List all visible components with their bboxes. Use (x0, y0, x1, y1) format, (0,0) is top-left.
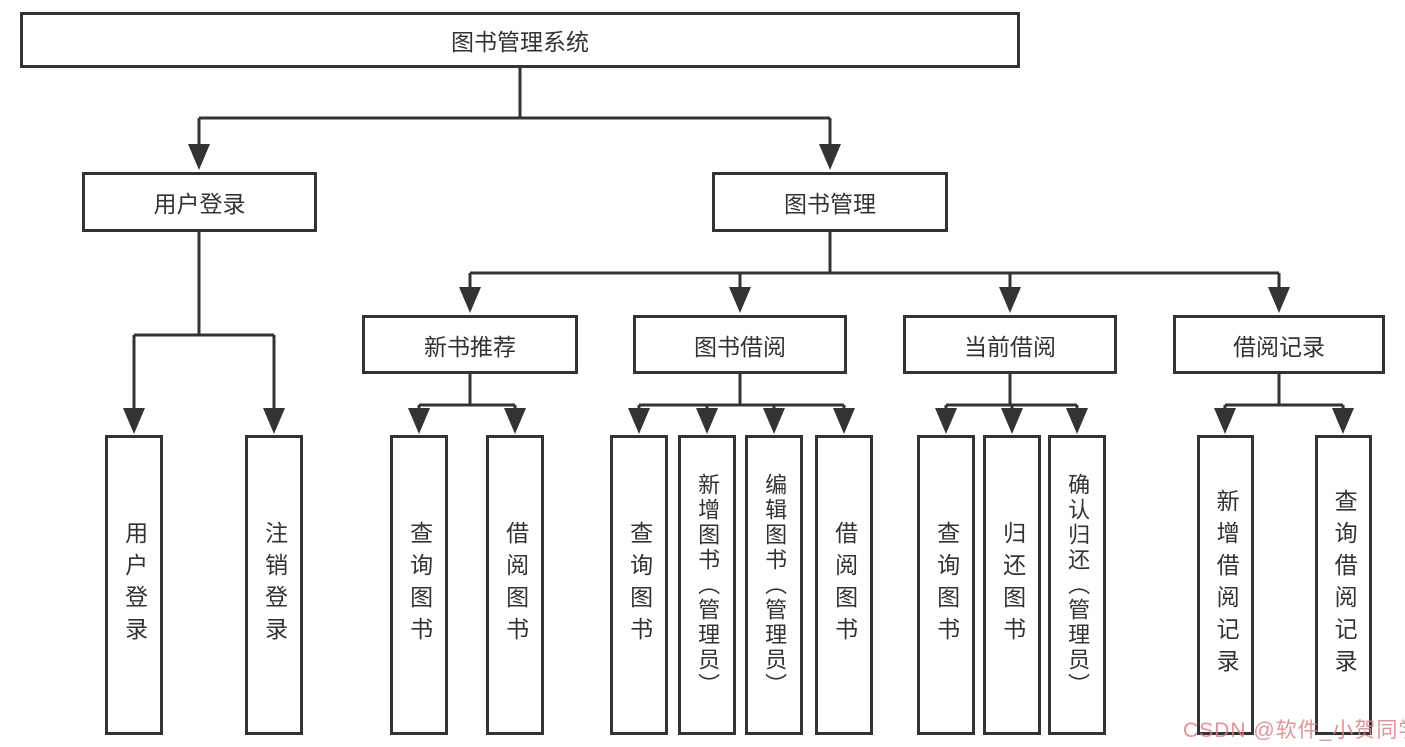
arrow-down-icon (935, 408, 957, 434)
arrow-down-icon (1001, 408, 1023, 434)
node-leaf-logout: 注销登录 (245, 435, 303, 735)
node-leaf-borrow-books-1: 借阅图书 (486, 435, 544, 735)
watermark: CSDN @软件_小贺同学 (1183, 719, 1405, 742)
leaf-label: 查询图书 (406, 521, 433, 649)
node-leaf-query-books-3: 查询图书 (917, 435, 975, 735)
node-leaf-borrow-books-2: 借阅图书 (815, 435, 873, 735)
leaf-label: 注销登录 (261, 521, 288, 649)
connector-user-login-to-leaves (123, 230, 285, 434)
leaf-label: 确认归还（管理员） (1065, 472, 1091, 698)
connector-borrow-records-to-leaves (1214, 372, 1354, 434)
arrow-down-icon (628, 408, 650, 434)
leaf-label: 编辑图书（管理员） (762, 472, 788, 698)
arrow-down-icon (696, 408, 718, 434)
leaf-label: 用户登录 (121, 521, 148, 649)
arrow-down-icon (1332, 408, 1354, 434)
node-book-borrow: 图书借阅 (633, 315, 847, 374)
connector-new-books-to-leaves (408, 372, 526, 434)
node-leaf-add-borrow-record: 新增借阅记录 (1197, 435, 1254, 735)
leaf-label: 新增图书（管理员） (695, 472, 721, 698)
leaf-label: 归还图书 (999, 521, 1026, 649)
node-book-management: 图书管理 (712, 172, 948, 232)
node-root-title: 图书管理系统 (20, 12, 1020, 68)
node-leaf-query-books-1: 查询图书 (390, 435, 448, 735)
arrow-down-icon (263, 408, 285, 434)
leaf-label: 借阅图书 (831, 521, 858, 649)
arrow-down-icon (123, 408, 145, 434)
arrow-down-icon (833, 408, 855, 434)
node-leaf-confirm-return-admin: 确认归还（管理员） (1048, 435, 1106, 735)
node-leaf-add-books-admin: 新增图书（管理员） (678, 435, 736, 735)
connector-book-borrow-to-leaves (628, 372, 855, 434)
arrow-down-icon (504, 408, 526, 434)
node-user-login: 用户登录 (82, 172, 317, 232)
connector-current-borrow-to-leaves (935, 372, 1088, 434)
leaf-label: 新增借阅记录 (1213, 489, 1240, 681)
node-leaf-query-borrow-record: 查询借阅记录 (1315, 435, 1372, 735)
arrow-down-icon (763, 408, 785, 434)
arrow-down-icon (1268, 287, 1290, 313)
connector-book-mgmt-to-sections (459, 230, 1290, 313)
node-leaf-query-books-2: 查询图书 (610, 435, 668, 735)
leaf-label: 查询图书 (933, 521, 960, 649)
arrow-down-icon (1214, 408, 1236, 434)
leaf-label: 查询图书 (626, 521, 653, 649)
arrow-down-icon (729, 287, 751, 313)
connector-root-to-level2 (188, 66, 841, 170)
node-current-borrow: 当前借阅 (903, 315, 1117, 374)
arrow-down-icon (459, 287, 481, 313)
node-borrow-records: 借阅记录 (1173, 315, 1385, 374)
leaf-label: 借阅图书 (502, 521, 529, 649)
leaf-label: 查询借阅记录 (1331, 489, 1358, 681)
arrow-down-icon (999, 287, 1021, 313)
arrow-down-icon (408, 408, 430, 434)
node-leaf-edit-books-admin: 编辑图书（管理员） (745, 435, 803, 735)
node-leaf-user-login: 用户登录 (105, 435, 163, 735)
arrow-down-icon (819, 144, 841, 170)
arrow-down-icon (1066, 408, 1088, 434)
arrow-down-icon (188, 144, 210, 170)
node-leaf-return-books: 归还图书 (983, 435, 1041, 735)
node-new-book-recommend: 新书推荐 (362, 315, 578, 374)
